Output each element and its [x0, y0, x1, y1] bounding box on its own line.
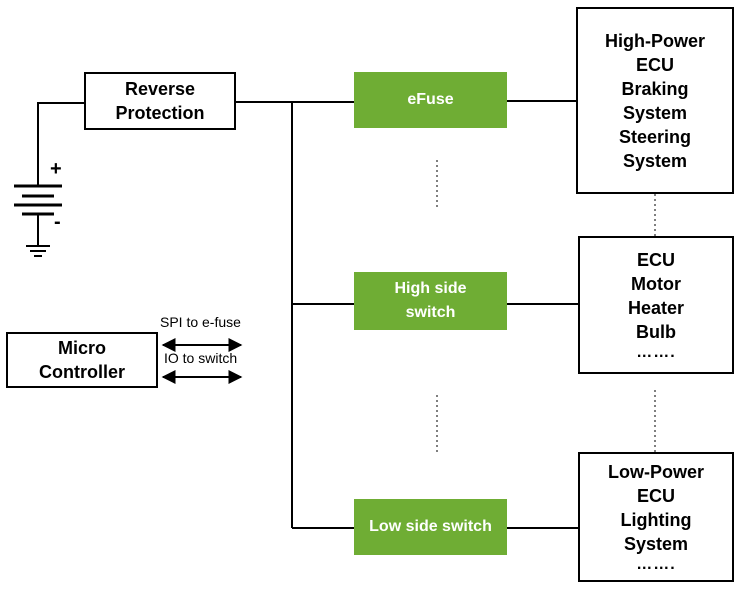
micro-controller-block: Micro Controller — [6, 332, 158, 388]
low-power-load-block: Low-Power ECU Lighting System ……. — [578, 452, 734, 582]
mid-load-line2: Motor — [631, 274, 681, 294]
low-side-switch-block: Low side switch — [354, 499, 507, 555]
high-power-load-line6: System — [622, 150, 688, 171]
micro-controller-label-line2: Controller — [38, 362, 125, 382]
low-power-load-line2: ECU — [636, 486, 675, 506]
high-power-load-line3: Braking — [621, 78, 689, 99]
low-power-load-line4: System — [623, 534, 689, 554]
mid-load-line4: Bulb — [636, 322, 676, 342]
control-arrows — [161, 338, 243, 384]
ground-symbol — [26, 214, 50, 257]
reverse-protection-label-line2: Protection — [115, 103, 205, 123]
battery-minus-sign: - — [54, 211, 61, 233]
high-side-switch-label-line1: High side — [394, 280, 467, 297]
low-power-load-ellipsis: ……. — [636, 556, 676, 573]
high-power-load-line5: Steering — [618, 126, 692, 147]
high-side-switch-block: High side switch — [354, 272, 507, 330]
battery-plus-sign: + — [50, 158, 62, 180]
high-power-load-line4: System — [622, 102, 688, 123]
mid-load-ellipsis: ……. — [636, 344, 676, 361]
high-side-switch-label-line2: switch — [405, 304, 456, 321]
spi-label: SPI to e-fuse — [160, 314, 241, 330]
power-bus — [236, 101, 354, 529]
io-label: IO to switch — [164, 350, 238, 366]
low-side-switch-label: Low side switch — [369, 518, 492, 535]
reverse-protection-label-line1: Reverse — [124, 79, 196, 99]
low-power-load-line1: Low-Power — [607, 462, 704, 482]
mid-load-line3: Heater — [627, 298, 685, 318]
low-power-load-line3: Lighting — [620, 510, 692, 530]
high-power-load-block: High-Power ECU Braking System Steering S… — [576, 7, 734, 194]
battery-positive-wire — [37, 102, 84, 186]
micro-controller-label-line1: Micro — [57, 338, 106, 358]
battery-symbol — [14, 184, 62, 216]
efuse-block: eFuse — [354, 72, 507, 128]
reverse-protection-block: Reverse Protection — [84, 72, 236, 130]
efuse-label: eFuse — [407, 91, 454, 108]
high-power-load-line2: ECU — [635, 54, 674, 75]
mid-load-line1: ECU — [636, 250, 675, 270]
mid-load-block: ECU Motor Heater Bulb ……. — [578, 236, 734, 374]
load-wires — [507, 100, 578, 529]
high-power-load-line1: High-Power — [604, 30, 705, 51]
continuation-dotted-lines — [436, 160, 656, 455]
